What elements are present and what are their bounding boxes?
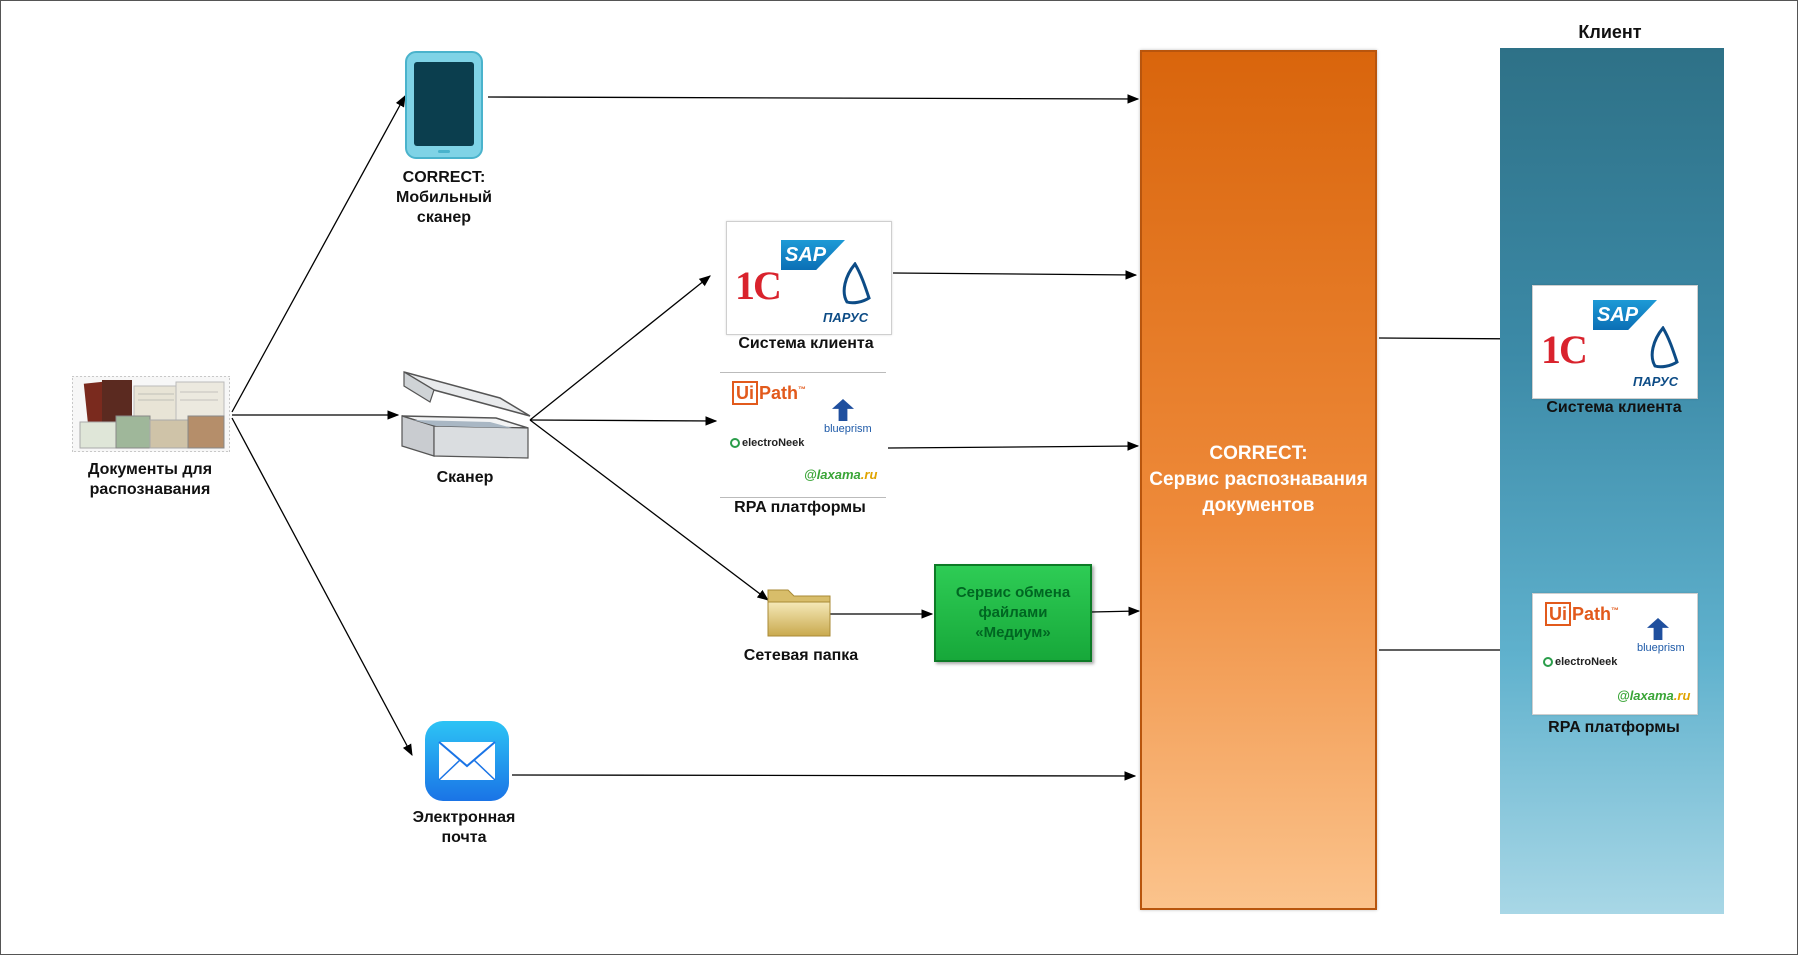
arrow-scanner-to-folder [529, 419, 769, 601]
client-panel-system-label: Система клиента [1546, 399, 1682, 416]
arrow-mobile-to-correct [487, 94, 1140, 104]
laxama-logo: @laxama.ru [804, 467, 878, 482]
client-column [1500, 48, 1724, 914]
correct-service-column: CORRECT: Сервис распознавания документов [1140, 50, 1377, 910]
arrow-scanner-to-rpa [529, 416, 718, 426]
electroneek-logo-client: electroNeek [1543, 656, 1617, 668]
client-panel-system-logos: SAP 1С ПАРУС [1532, 285, 1698, 399]
laxama-logo-client: @laxama.ru [1617, 688, 1691, 703]
blueprism-icon [832, 399, 854, 421]
arrow-scanner-to-system [529, 275, 711, 421]
scanner-icon [400, 368, 532, 460]
sap-logo: SAP [781, 240, 845, 270]
blueprism-logo: blueprism [824, 423, 872, 435]
arrow-docs-to-email [231, 417, 413, 757]
medium-service-label: Сервис обмена файлами «Медиум» [955, 584, 1071, 641]
documents-label: Документы для распознавания [87, 461, 213, 498]
mobile-scanner-label: CORRECT: Мобильный сканер [396, 169, 492, 226]
blueprism-logo-client: blueprism [1637, 642, 1685, 654]
folder-icon [766, 584, 832, 638]
network-folder-label: Сетевая папка [743, 647, 859, 664]
blueprism-client-icon [1647, 618, 1669, 640]
arrow-docs-to-mobile [231, 94, 406, 413]
parus-emblem-client-icon [1650, 326, 1679, 369]
rpa-platforms-label: RPA платформы [734, 499, 866, 516]
client-title: Клиент [1578, 22, 1642, 42]
medium-service-box: Сервис обмена файлами «Медиум» [934, 564, 1092, 662]
electroneek-logo: electroNeek [730, 437, 804, 449]
email-label: Электронная почта [412, 809, 516, 846]
client-system-logos: SAP 1С ПАРУС [726, 221, 892, 335]
scanner-label: Сканер [436, 469, 494, 486]
arrow-system-to-correct [892, 270, 1138, 280]
onec-logo: 1С [735, 263, 782, 308]
documents-image [71, 375, 231, 453]
client-system-label: Система клиента [738, 335, 874, 352]
parus-emblem-icon [842, 262, 871, 305]
tablet-icon [404, 50, 484, 160]
onec-logo-client: 1С [1541, 327, 1588, 372]
arrow-rpa-to-correct [887, 441, 1140, 451]
parus-logo-client: ПАРУС [1633, 374, 1679, 389]
mail-icon [424, 720, 510, 802]
correct-service-label: CORRECT: Сервис распознавания документов [1149, 443, 1368, 516]
parus-logo: ПАРУС [823, 310, 869, 325]
arrow-medium-to-correct [1090, 606, 1141, 616]
client-panel-rpa-label: RPA платформы [1548, 719, 1680, 736]
arrow-email-to-correct [511, 771, 1137, 781]
